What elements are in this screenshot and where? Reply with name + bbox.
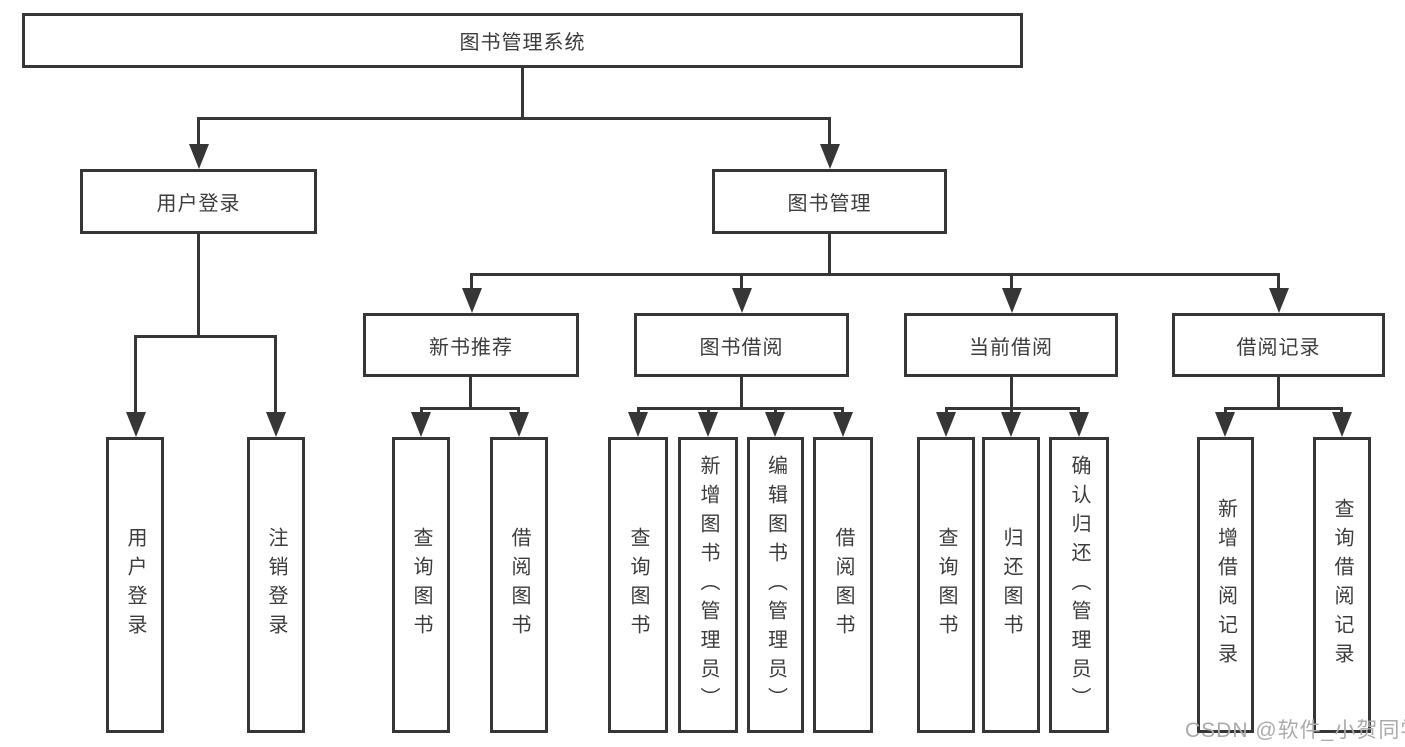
connector-g2a-stem [420, 407, 423, 416]
leaf-return-books-label: 归还图书 [1000, 527, 1022, 643]
connector-user-login-down [197, 234, 200, 335]
leaf-borrow-books-recommend-label: 借阅图书 [508, 527, 530, 643]
connector-book-mgmt-stem [828, 117, 831, 147]
leaf-return-books: 归还图书 [982, 437, 1040, 733]
connector-g2b-stem [517, 407, 520, 416]
leaf-query-books-current-label: 查询图书 [935, 527, 957, 643]
connector-g4c-stem [1077, 407, 1080, 416]
connector-newbook-hline [420, 407, 520, 410]
arrowhead-g4b [1001, 412, 1021, 437]
node-new-book-recommendation: 新书推荐 [363, 313, 579, 377]
connector-root-stem [521, 68, 524, 120]
connector-g3b-stem [707, 407, 710, 416]
connector-records-stem [1277, 273, 1280, 291]
arrowhead-g3c [765, 412, 785, 437]
arrowhead-current [1002, 288, 1022, 313]
arrowhead-g2a [411, 412, 431, 437]
connector-g4b-stem [1010, 407, 1013, 416]
connector-leaf-login-stem [134, 335, 137, 415]
leaf-borrow-books-recommend: 借阅图书 [490, 437, 548, 733]
leaf-query-books-current: 查询图书 [917, 437, 975, 733]
leaf-confirm-return-admin: 确认归还（管理员） [1049, 437, 1109, 733]
node-book-borrowing: 图书借阅 [634, 313, 849, 377]
arrowhead-g4a [936, 412, 956, 437]
connector-g3a-stem [637, 407, 640, 416]
leaf-query-books-borrowing: 查询图书 [608, 437, 668, 733]
connector-level3-hline [470, 273, 1280, 276]
arrowhead-g4c [1069, 412, 1089, 437]
leaf-logout-label: 注销登录 [265, 527, 287, 643]
connector-leaf-logout-stem [274, 335, 277, 415]
leaf-query-books-recommend: 查询图书 [392, 437, 450, 733]
leaf-add-borrow-record-label: 新增借阅记录 [1214, 498, 1237, 672]
leaf-add-book-admin: 新增图书（管理员） [678, 437, 738, 733]
arrowhead-leaf-login [126, 412, 146, 437]
connector-records-hline [1224, 407, 1343, 410]
connector-g3d-stem [841, 407, 844, 416]
connector-g5b-stem [1340, 407, 1343, 416]
connector-current-stem [1010, 273, 1013, 291]
leaf-user-login-label: 用户登录 [124, 527, 146, 643]
arrowhead-leaf-logout [266, 412, 286, 437]
connector-book-mgmt-down [828, 234, 831, 273]
connector-newbook-stem [470, 273, 473, 291]
arrowhead-g5a [1215, 412, 1235, 437]
arrowhead-g2b [509, 412, 529, 437]
arrowhead-g5b [1332, 412, 1352, 437]
connector-g3c-stem [774, 407, 777, 416]
arrowhead-borrowing [732, 288, 752, 313]
arrowhead-book-mgmt [820, 144, 840, 169]
connector-user-login-hline [134, 335, 277, 338]
connector-current-down [1010, 377, 1013, 407]
leaf-add-book-admin-label: 新增图书（管理员） [697, 454, 719, 716]
leaf-query-books-recommend-label: 查询图书 [410, 527, 432, 643]
leaf-borrow-books-borrowing: 借阅图书 [813, 437, 873, 733]
connector-borrowing-hline [637, 407, 844, 410]
arrowhead-records [1269, 288, 1289, 313]
leaf-query-borrow-record-label: 查询借阅记录 [1331, 498, 1353, 672]
arrowhead-g3d [833, 412, 853, 437]
leaf-query-borrow-record: 查询借阅记录 [1313, 437, 1371, 733]
node-library-system: 图书管理系统 [22, 13, 1023, 68]
arrowhead-g3b [698, 412, 718, 437]
node-borrowing-records: 借阅记录 [1172, 313, 1385, 377]
arrowhead-newbook [462, 288, 482, 313]
leaf-edit-book-admin: 编辑图书（管理员） [747, 437, 804, 733]
csdn-watermark: CSDN @软件_小贺同学 [1185, 719, 1405, 742]
arrowhead-user-login [189, 144, 209, 169]
connector-user-login-stem [197, 117, 200, 147]
connector-g4a-stem [945, 407, 948, 416]
arrowhead-g3a [628, 412, 648, 437]
leaf-confirm-return-admin-label: 确认归还（管理员） [1068, 454, 1090, 716]
node-current-borrowing: 当前借阅 [904, 313, 1118, 377]
leaf-add-borrow-record: 新增借阅记录 [1197, 437, 1254, 733]
node-user-login: 用户登录 [80, 169, 317, 234]
connector-root-hline [197, 117, 831, 120]
leaf-logout: 注销登录 [247, 437, 305, 733]
connector-borrowing-down [740, 377, 743, 407]
connector-newbook-down [469, 377, 472, 407]
leaf-query-books-borrowing-label: 查询图书 [627, 527, 649, 643]
connector-borrowing-stem [740, 273, 743, 291]
leaf-borrow-books-borrowing-label: 借阅图书 [832, 527, 854, 643]
node-book-management: 图书管理 [712, 169, 947, 234]
connector-records-down [1277, 377, 1280, 407]
leaf-user-login: 用户登录 [106, 437, 164, 733]
connector-g5a-stem [1224, 407, 1227, 416]
leaf-edit-book-admin-label: 编辑图书（管理员） [764, 454, 787, 716]
